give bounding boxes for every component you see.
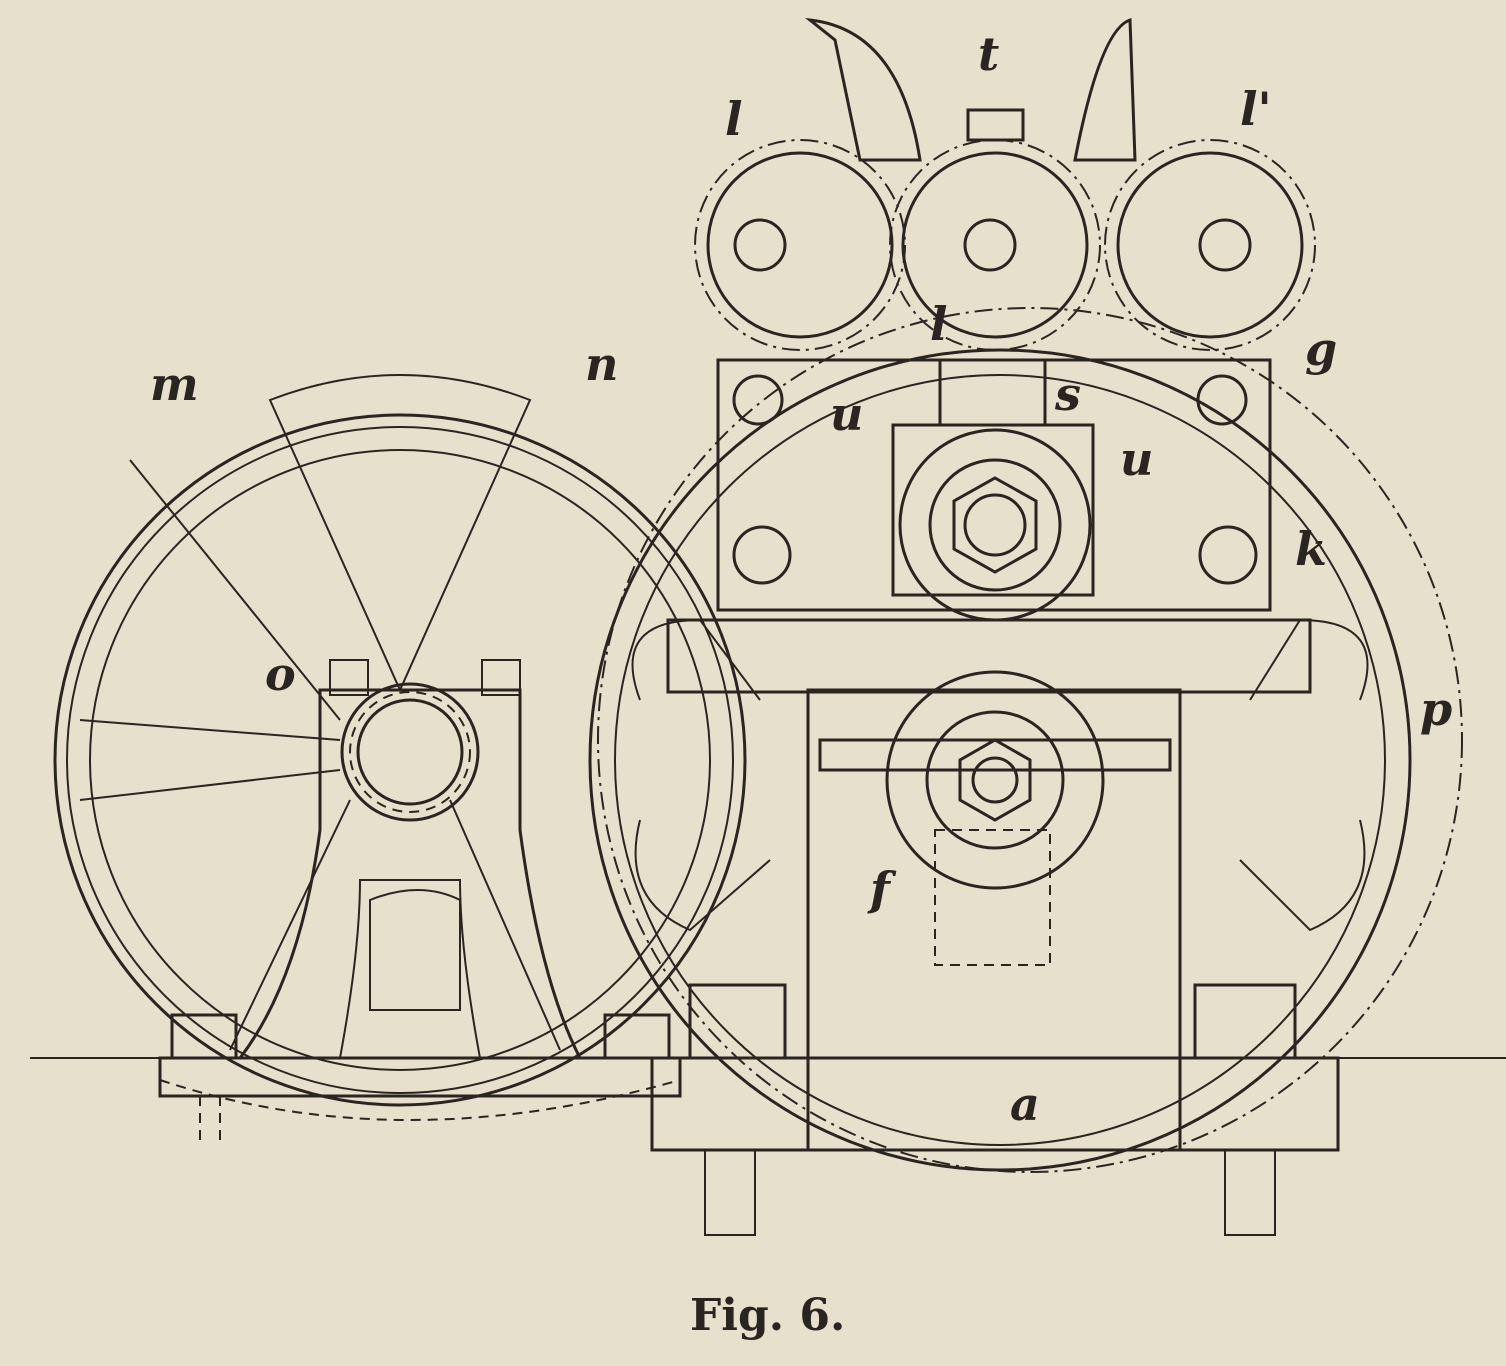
flywheel-m	[53, 374, 747, 1107]
label-t: t	[978, 27, 999, 81]
gears	[885, 428, 1105, 890]
label-g: g	[1305, 322, 1337, 376]
label-l: l	[725, 92, 742, 146]
label-o: o	[265, 647, 296, 701]
label-a: a	[1010, 1077, 1040, 1131]
figure-caption: Fig. 6.	[690, 1290, 845, 1341]
bearing-stand-o	[238, 659, 582, 1059]
label-u-right: u	[1120, 432, 1153, 486]
pulley-p	[588, 307, 1463, 1173]
label-p: p	[1420, 682, 1452, 736]
label-n: n	[585, 337, 618, 391]
label-l-middle: l	[930, 297, 947, 351]
nuts	[170, 983, 1297, 1060]
labels: l t l' l g m n u u s k o p f a Fig. 6.	[150, 27, 1452, 1341]
label-l-prime: l'	[1240, 82, 1272, 136]
frame-u	[666, 17, 1312, 772]
rolls	[694, 108, 1316, 351]
label-f: f	[867, 862, 897, 916]
label-k: k	[1295, 522, 1327, 576]
label-m: m	[150, 357, 199, 411]
label-s: s	[1054, 367, 1081, 421]
label-u-left: u	[830, 387, 863, 441]
base-a	[30, 688, 1506, 1236]
